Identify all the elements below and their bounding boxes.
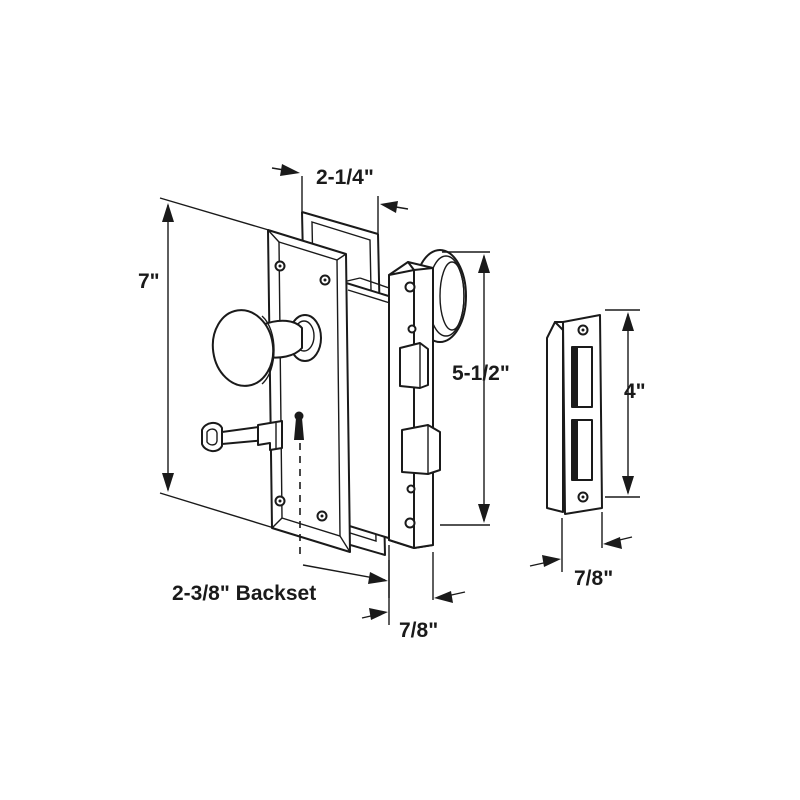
- strike-plate: [546, 314, 603, 515]
- faceplate-screw-upper: [407, 324, 417, 334]
- backset-dimension-label: 2-3/8" Backset: [172, 582, 316, 605]
- strike-latch-opening: [571, 346, 593, 408]
- skeleton-key: [201, 420, 283, 452]
- dimension-backset: 2-3/8" Backset: [172, 430, 390, 605]
- lock-height-dimension-label: 5-1/2": [452, 362, 510, 385]
- height-dimension-label: 7": [138, 270, 160, 293]
- faceplate-screw-bottom: [404, 517, 416, 529]
- plate-screw-bottom-left: [274, 495, 286, 507]
- plate-screw-top-right: [319, 274, 331, 286]
- strike-screw-bottom: [577, 491, 589, 503]
- strike-bolt-opening: [571, 419, 593, 481]
- strike-height-dimension-label: 4": [624, 380, 646, 403]
- dimension-lock-height: 5-1/2": [440, 251, 510, 526]
- faceplate-screw-lower: [406, 484, 416, 494]
- front-escutcheon-plate: [267, 229, 351, 553]
- dead-bolt: [401, 424, 441, 475]
- strike-screw-top: [577, 324, 589, 336]
- dimension-strike-width: 7/8": [529, 512, 633, 590]
- dimension-height: 7": [138, 197, 275, 529]
- lock-faceplate: [388, 261, 441, 549]
- dimension-plate-width: 2-1/4": [271, 164, 409, 233]
- strike-width-dimension-label: 7/8": [574, 567, 613, 590]
- dimension-faceplate-width: 7/8": [361, 552, 466, 642]
- plate-screw-top-left: [274, 260, 286, 272]
- faceplate-screw-top: [404, 281, 416, 293]
- plate-width-dimension-label: 2-1/4": [316, 166, 374, 189]
- dimension-strike-height: 4": [605, 309, 646, 498]
- door-knob: [211, 309, 322, 387]
- latch-bolt: [399, 342, 429, 389]
- mortise-lock-body: [342, 277, 396, 541]
- plate-screw-bottom-right: [316, 510, 328, 522]
- faceplate-width-dimension-label: 7/8": [399, 619, 438, 642]
- keyhole-icon: [294, 411, 304, 440]
